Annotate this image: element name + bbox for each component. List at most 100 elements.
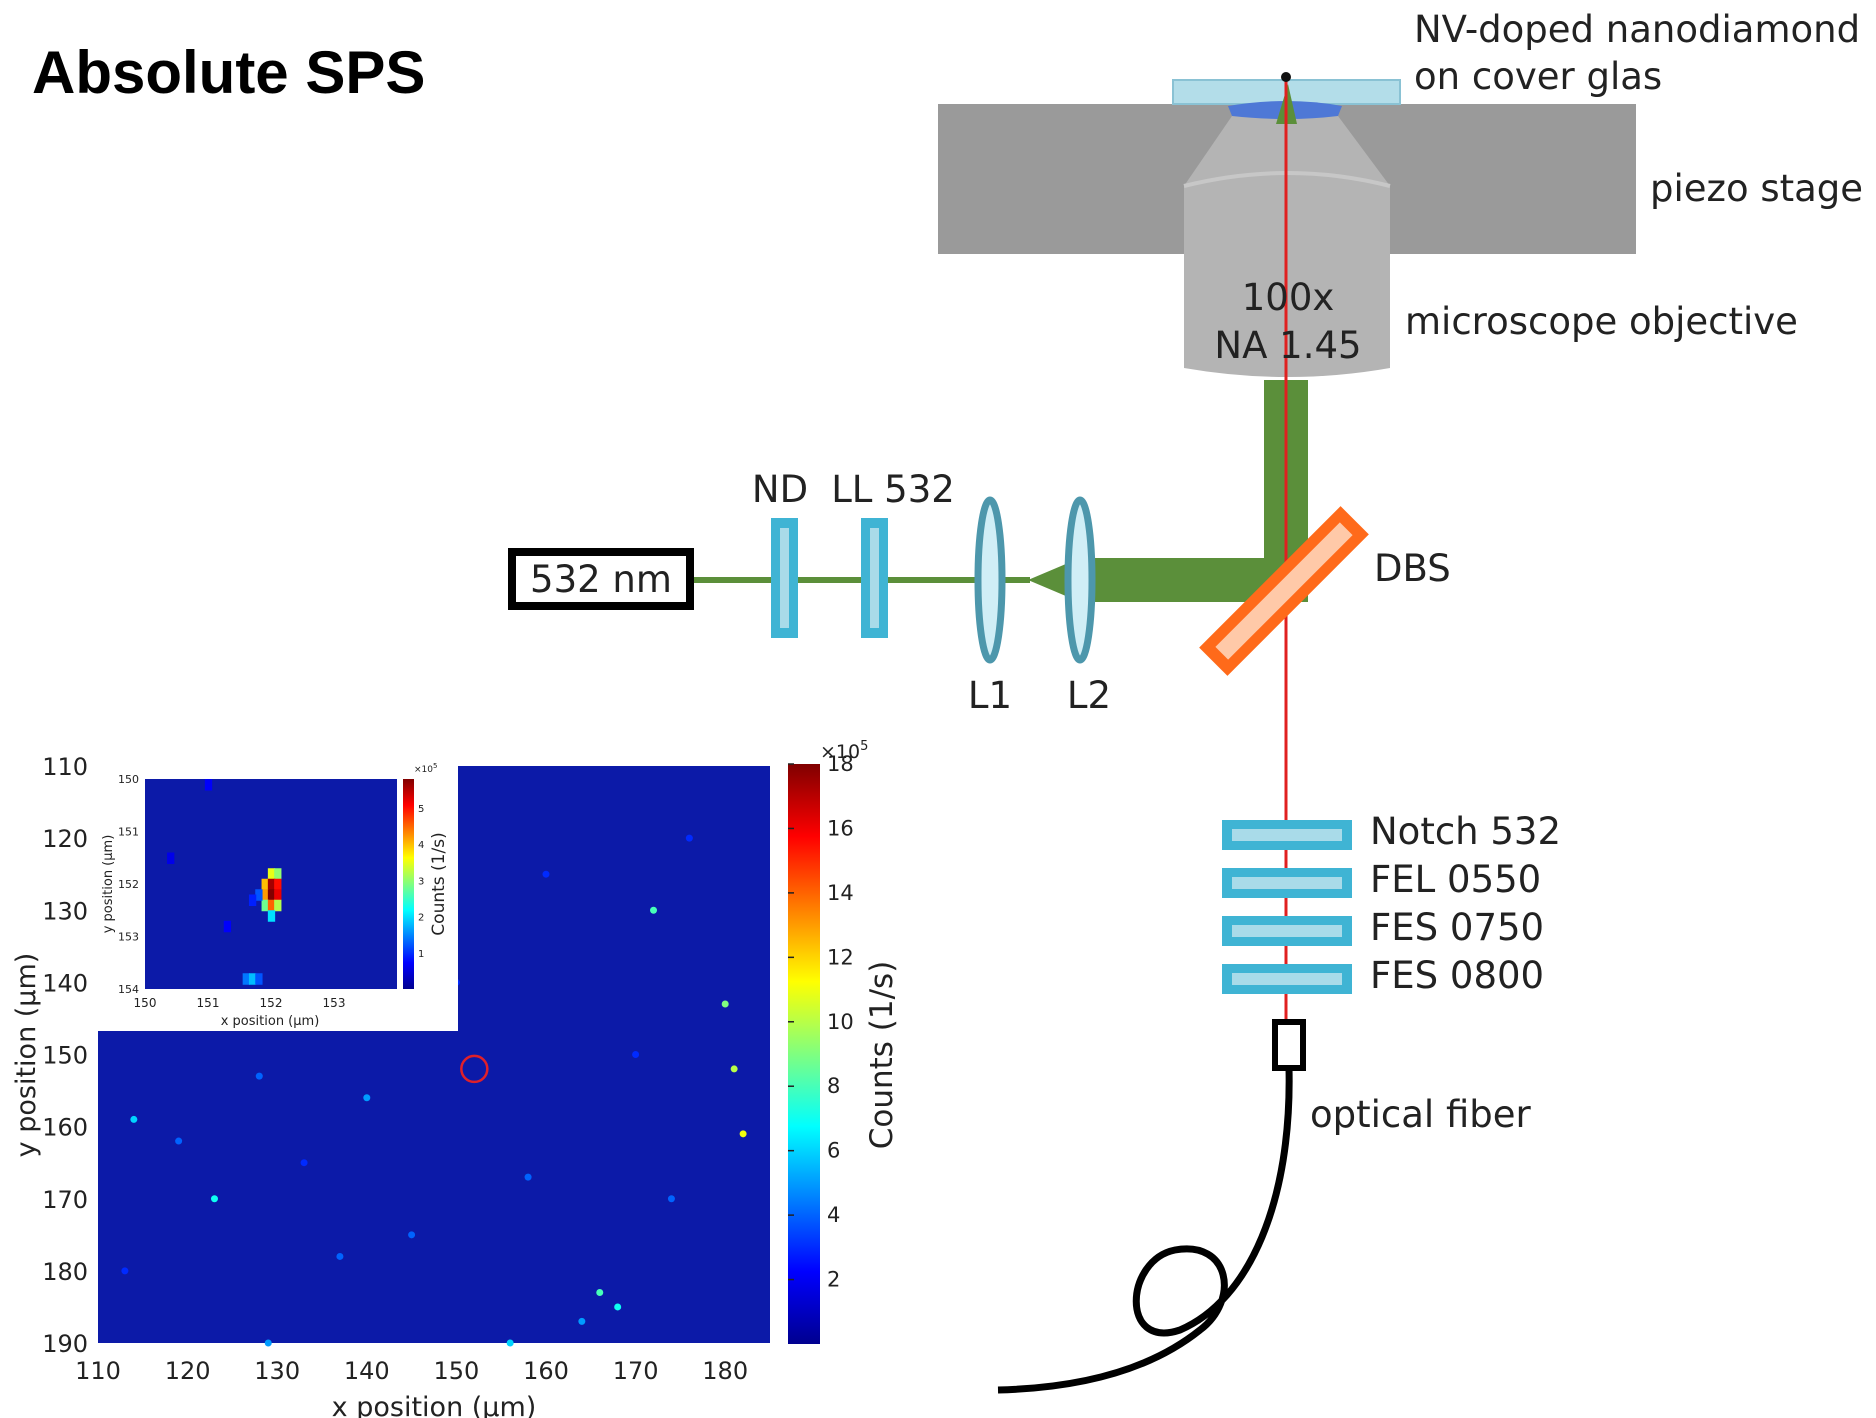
map-x-tick-label: 130 bbox=[254, 1357, 300, 1385]
map-spot bbox=[667, 1195, 675, 1203]
map-colorbar bbox=[788, 764, 820, 1344]
page-title: Absolute SPS bbox=[32, 39, 426, 106]
label-fiber: optical fiber bbox=[1310, 1093, 1532, 1136]
colorbar-label: Counts (1/s) bbox=[864, 961, 900, 1150]
inset-cell bbox=[274, 899, 282, 912]
inset-colorbar-tick-label: 2 bbox=[418, 913, 424, 924]
label-filter-4: FES 0800 bbox=[1370, 954, 1544, 997]
map-x-tick-label: 180 bbox=[702, 1357, 748, 1385]
label-stage: piezo stage bbox=[1650, 167, 1863, 210]
map-spot bbox=[300, 1159, 308, 1167]
inset-y-tick-label: 154 bbox=[118, 983, 139, 996]
inset-cell bbox=[261, 899, 269, 912]
inset-y-tick-label: 153 bbox=[118, 931, 139, 944]
inset-x-tick-label: 150 bbox=[134, 996, 157, 1010]
map-spot bbox=[685, 834, 693, 842]
colorbar-tick-label: 2 bbox=[827, 1268, 840, 1292]
colorbar-tick-label: 4 bbox=[827, 1203, 840, 1227]
map-y-tick-label: 160 bbox=[42, 1114, 88, 1142]
inset-colorbar-tick-label: 4 bbox=[418, 840, 424, 851]
map-spot bbox=[130, 1115, 138, 1123]
label-filter-3: FES 0750 bbox=[1370, 906, 1544, 949]
fiber-coupler bbox=[1272, 1019, 1306, 1071]
map-y-tick-label: 140 bbox=[42, 969, 88, 997]
inset-cell bbox=[261, 889, 269, 901]
map-spot bbox=[730, 1065, 738, 1073]
map-spot bbox=[721, 1000, 729, 1008]
inset-y-tick-label: 151 bbox=[118, 826, 139, 839]
inset-cell bbox=[267, 910, 276, 922]
map-spot bbox=[336, 1252, 344, 1260]
label-filter-2: FEL 0550 bbox=[1370, 858, 1541, 901]
label-sample-2: on cover glas bbox=[1414, 55, 1662, 98]
map-x-tick-label: 160 bbox=[523, 1357, 569, 1385]
inset-colorbar-tick-label: 5 bbox=[418, 804, 424, 815]
inset-cell bbox=[204, 779, 213, 791]
map-spot bbox=[506, 1339, 514, 1347]
map-x-tick-label: 120 bbox=[165, 1357, 211, 1385]
colorbar-tick-label: 8 bbox=[827, 1074, 840, 1098]
label-l2: L2 bbox=[1067, 674, 1111, 717]
laser-line-filter bbox=[861, 518, 888, 638]
inset-cell bbox=[274, 868, 282, 880]
inset-cell bbox=[255, 889, 263, 901]
lens-l1 bbox=[974, 496, 1006, 664]
optical-setup: 532 nm ND LL 532 L1 L2 DBS NV-doped nano… bbox=[508, 8, 1863, 1394]
map-xlabel: x position (μm) bbox=[332, 1392, 537, 1418]
inset-xlabel: x position (μm) bbox=[221, 1014, 320, 1029]
lens-l2 bbox=[1064, 496, 1096, 664]
inset-cell bbox=[267, 878, 276, 891]
colorbar-tick-label: 6 bbox=[827, 1139, 840, 1163]
map-y-tick-label: 180 bbox=[42, 1258, 88, 1286]
map-y-tick-label: 170 bbox=[42, 1186, 88, 1214]
inset-cell bbox=[267, 868, 276, 880]
inset-colorbar-tick-label: 1 bbox=[418, 949, 424, 960]
inset-cell bbox=[267, 899, 276, 912]
map-x-tick-label: 110 bbox=[75, 1357, 121, 1385]
inset-x-tick-label: 151 bbox=[197, 996, 220, 1010]
colorbar-tick-label: 14 bbox=[827, 881, 854, 905]
optical-fiber-cable bbox=[997, 1067, 1293, 1394]
label-nd: ND bbox=[752, 468, 808, 511]
map-spot bbox=[650, 906, 658, 914]
inset-y-tick-label: 150 bbox=[118, 773, 139, 786]
map-ylabel: y position (μm) bbox=[11, 953, 42, 1158]
map-y-tick-label: 150 bbox=[42, 1042, 88, 1070]
map-spot bbox=[632, 1051, 640, 1058]
emission-filters bbox=[1222, 820, 1352, 994]
inset-cell bbox=[248, 894, 257, 906]
label-objective-mag: 100x bbox=[1242, 276, 1335, 319]
map-spot bbox=[363, 1094, 371, 1102]
colorbar-tick-label: 12 bbox=[827, 945, 854, 969]
map-spot bbox=[542, 870, 550, 878]
inset-x-tick-label: 152 bbox=[260, 996, 283, 1010]
inset-cell bbox=[167, 852, 175, 864]
laser-label: 532 nm bbox=[530, 558, 672, 601]
inset-colorbar bbox=[403, 779, 414, 989]
laser-source bbox=[508, 548, 694, 610]
map-spot bbox=[121, 1267, 129, 1275]
inset-ylabel: y position (μm) bbox=[101, 835, 116, 934]
inset-cell bbox=[255, 973, 263, 985]
inset-colorbar-label: Counts (1/s) bbox=[429, 832, 449, 935]
map-spot bbox=[524, 1173, 532, 1181]
label-objective-na: NA 1.45 bbox=[1214, 324, 1361, 367]
dichroic-beamsplitter bbox=[1199, 506, 1369, 676]
inset-y-tick-label: 152 bbox=[118, 878, 139, 891]
inset-cell bbox=[242, 973, 250, 985]
map-y-tick-label: 190 bbox=[42, 1330, 88, 1358]
label-dbs: DBS bbox=[1374, 547, 1451, 590]
map-spot bbox=[739, 1130, 747, 1138]
inset-cells bbox=[167, 779, 282, 985]
map-y-tick-label: 130 bbox=[42, 897, 88, 925]
map-y-tick-label: 120 bbox=[42, 825, 88, 853]
map-spot bbox=[264, 1339, 272, 1347]
map-spot bbox=[210, 1195, 218, 1203]
